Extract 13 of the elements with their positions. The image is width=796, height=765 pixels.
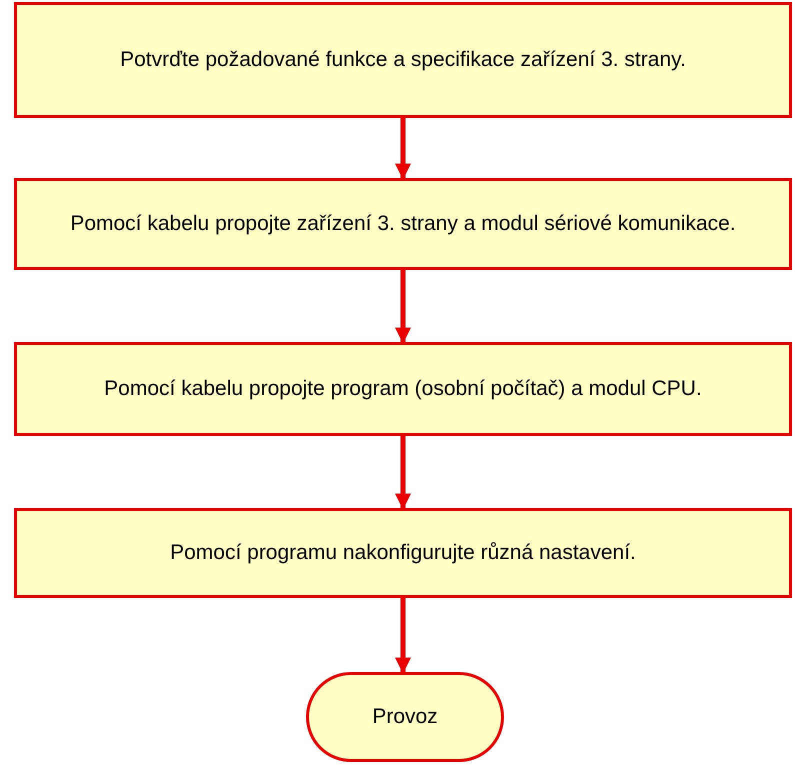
arrow — [395, 118, 411, 180]
step-text: Provoz — [372, 704, 438, 730]
process-box — [14, 342, 792, 436]
step-text: Potvrďte požadované funkce a specifikace zařízení 3. strany. — [120, 47, 686, 73]
arrow — [395, 598, 411, 674]
arrow — [395, 270, 411, 344]
step-text: Pomocí kabelu propojte zařízení 3. strany a modul sériové komunikace. — [70, 211, 736, 237]
process-box — [14, 2, 792, 118]
step-text: Pomocí kabelu propojte program (osobní počítač) a modul CPU. — [104, 376, 702, 402]
step-text: Pomocí programu nakonfigurujte různá nastavení. — [170, 540, 636, 566]
process-box — [14, 178, 792, 270]
arrow — [395, 436, 411, 510]
process-box — [14, 508, 792, 598]
